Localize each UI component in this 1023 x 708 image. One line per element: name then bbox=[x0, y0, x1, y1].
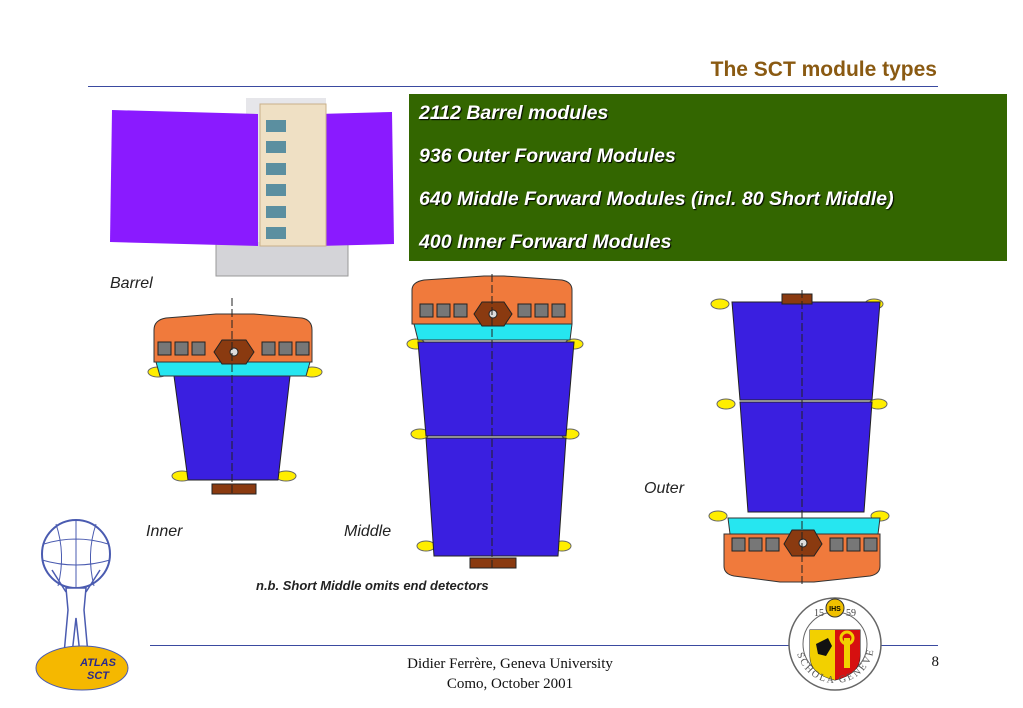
middle-forward-count: 640 Middle Forward Modules (incl. 80 Sho… bbox=[419, 188, 894, 210]
inner-forward-count: 400 Inner Forward Modules bbox=[419, 231, 672, 253]
footer-author: Didier Ferrère, Geneva University bbox=[407, 656, 613, 672]
svg-text:ATLAS: ATLAS bbox=[79, 657, 117, 669]
atlas-sct-logo: ATLAS SCT bbox=[35, 519, 129, 691]
outer-forward-count: 936 Outer Forward Modules bbox=[419, 145, 676, 167]
svg-text:IHS: IHS bbox=[829, 606, 841, 613]
footer-text: Didier Ferrère, Geneva University Como, … bbox=[360, 654, 660, 694]
barrel-label: Barrel bbox=[110, 275, 153, 292]
svg-text:SCT: SCT bbox=[87, 670, 110, 682]
inner-module-diagram bbox=[147, 298, 323, 496]
svg-text:15: 15 bbox=[814, 608, 824, 619]
barrel-module-image bbox=[110, 98, 394, 277]
footer-rule bbox=[150, 645, 938, 646]
slide-title: The SCT module types bbox=[710, 58, 937, 81]
footer-venue: Como, October 2001 bbox=[446, 676, 574, 692]
middle-module-diagram bbox=[406, 274, 584, 570]
barrel-count: 2112 Barrel modules bbox=[419, 102, 609, 124]
inner-label: Inner bbox=[146, 523, 183, 540]
outer-label: Outer bbox=[644, 480, 685, 497]
title-rule bbox=[88, 86, 938, 87]
middle-label: Middle bbox=[344, 523, 392, 540]
outer-module-diagram bbox=[708, 290, 890, 586]
short-middle-note: n.b. Short Middle omits end detectors bbox=[256, 578, 489, 593]
svg-text:59: 59 bbox=[846, 608, 856, 619]
page-number: 8 bbox=[931, 654, 940, 670]
module-counts-box: 2112 Barrel modules 936 Outer Forward Mo… bbox=[409, 94, 1007, 261]
university-seal: IHS 15 59 SCHOLA GENEVENSIS bbox=[786, 594, 882, 691]
